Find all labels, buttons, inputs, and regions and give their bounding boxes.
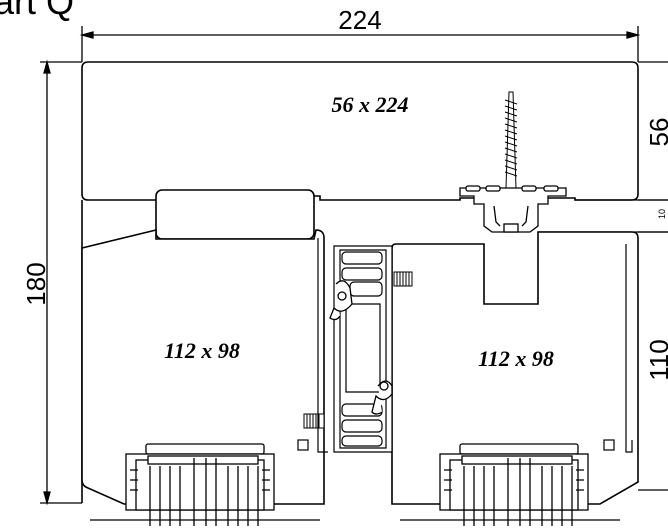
left-roller [90, 443, 320, 526]
brush-strips [303, 271, 413, 429]
gasket-clips [329, 280, 393, 415]
right-roller [400, 443, 620, 526]
right-door-label: 112 x 98 [478, 346, 554, 371]
door-edge-lines [297, 238, 633, 453]
dimension-right-lower-label: 110 [644, 339, 668, 380]
beam-right-extension [538, 199, 668, 233]
dimension-top-width [79, 26, 641, 62]
drawing-title: art Q [0, 0, 74, 22]
left-door-label: 112 x 98 [164, 338, 240, 363]
left-door-leaf [81, 228, 325, 505]
top-rail [459, 185, 567, 233]
dimension-right-top-label: 56 [644, 118, 668, 147]
dimension-left-height [40, 59, 82, 506]
meeting-profile [333, 245, 393, 453]
top-beam-label: 56 x 224 [332, 92, 409, 117]
top-guide-block [155, 189, 315, 240]
dimension-top-width-label: 224 [338, 5, 381, 35]
right-door-leaf [391, 231, 639, 505]
dimension-small-right-label: 10 [657, 209, 667, 219]
dimension-left-height-label: 180 [21, 262, 51, 305]
top-beam [81, 61, 639, 201]
